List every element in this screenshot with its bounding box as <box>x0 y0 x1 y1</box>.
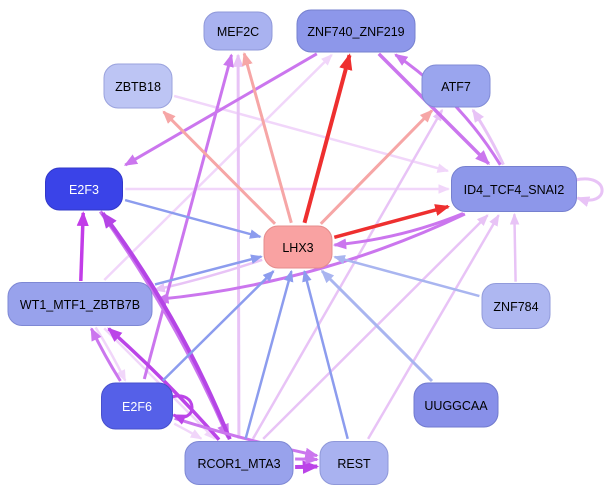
edge-UUGGCAA-to-LHX3 <box>320 269 434 383</box>
edge-ZBTB18-to-ID4_TCF4_SNAI2 <box>173 94 450 173</box>
node-UUGGCAA[interactable]: UUGGCAA <box>413 382 499 428</box>
edge-LHX3-to-ZNF740_ZNF219 <box>302 53 353 224</box>
node-E2F6[interactable]: E2F6 <box>101 382 173 430</box>
node-E2F3-box <box>45 167 123 211</box>
node-LHX3[interactable]: LHX3 <box>263 225 333 269</box>
edge-ID4_TCF4_SNAI2-to-LHX3 <box>332 212 464 250</box>
node-ZNF740_ZNF219[interactable]: ZNF740_ZNF219 <box>296 9 416 53</box>
node-ZNF784-box <box>481 283 551 329</box>
node-ZBTB18-box <box>103 63 173 109</box>
node-E2F3[interactable]: E2F3 <box>45 167 123 211</box>
node-ZBTB18[interactable]: ZBTB18 <box>103 63 173 109</box>
node-WT1_MTF1_ZBTB7B[interactable]: WT1_MTF1_ZBTB7B <box>7 282 153 326</box>
node-ZNF784[interactable]: ZNF784 <box>481 283 551 329</box>
edge-E2F3-to-LHX3 <box>124 198 262 239</box>
node-E2F6-box <box>101 382 173 430</box>
node-REST-box <box>319 441 389 485</box>
edge-E2F6-to-WT1_MTF1_ZBTB7B <box>90 327 122 382</box>
node-MEF2C[interactable]: MEF2C <box>203 11 273 51</box>
node-RCOR1_MTA3[interactable]: RCOR1_MTA3 <box>184 441 294 485</box>
edge-LHX3-to-ATF7 <box>319 109 434 225</box>
edge-ZNF740_ZNF219-to-ID4_TCF4_SNAI2 <box>377 52 490 165</box>
node-ID4_TCF4_SNAI2[interactable]: ID4_TCF4_SNAI2 <box>451 166 577 212</box>
edge-ZNF740_ZNF219-to-E2F3 <box>123 52 318 167</box>
edge-LHX3-to-ZBTB18 <box>162 110 277 225</box>
self-loop-E2F6 <box>171 394 194 425</box>
edge-ZNF784-to-LHX3 <box>333 254 480 298</box>
node-ATF7[interactable]: ATF7 <box>421 64 491 108</box>
edges-layer <box>76 51 604 474</box>
node-ID4_TCF4_SNAI2-box <box>451 166 577 212</box>
node-ZNF740_ZNF219-box <box>296 9 416 53</box>
edge-WT1_MTF1_ZBTB7B-to-LHX3 <box>154 254 263 286</box>
edge-E2F6-to-RCOR1_MTA3 <box>173 422 203 440</box>
edge-REST-to-ID4_TCF4_SNAI2 <box>367 214 500 440</box>
edge-RCOR1_MTA3-to-ID4_TCF4_SNAI2 <box>262 214 489 440</box>
node-REST[interactable]: REST <box>319 441 389 485</box>
edge-RCOR1_MTA3-to-MEF2C <box>232 53 244 439</box>
edge-RCOR1_MTA3-to-REST <box>295 460 320 474</box>
edge-E2F6-to-LHX3 <box>161 270 275 382</box>
edge-RCOR1_MTA3-to-ATF7 <box>251 108 444 440</box>
node-ATF7-box <box>421 64 491 108</box>
edge-ID4_TCF4_SNAI2-to-ATF7 <box>471 108 505 166</box>
edge-ID4_TCF4_SNAI2-to-WT1_MTF1_ZBTB7B <box>155 212 466 304</box>
edge-REST-to-LHX3 <box>302 269 349 440</box>
edge-RCOR1_MTA3-to-LHX3 <box>244 269 294 440</box>
node-UUGGCAA-box <box>413 382 499 428</box>
self-loop-ID4_TCF4_SNAI2 <box>575 177 604 207</box>
node-MEF2C-box <box>203 11 273 51</box>
edge-RCOR1_MTA3-to-WT1_MTF1_ZBTB7B <box>107 327 221 441</box>
node-WT1_MTF1_ZBTB7B-box <box>7 282 153 326</box>
node-LHX3-box <box>263 225 333 269</box>
node-RCOR1_MTA3-box <box>184 441 294 485</box>
edge-RCOR1_MTA3-to-REST <box>295 453 319 465</box>
edge-LHX3-to-MEF2C <box>242 51 293 224</box>
edge-LHX3-to-ID4_TCF4_SNAI2 <box>333 204 451 239</box>
edge-RCOR1_MTA3-to-E2F3 <box>101 211 232 441</box>
edge-ZNF784-to-ID4_TCF4_SNAI2 <box>509 212 520 282</box>
edge-WT1_MTF1_ZBTB7B-to-E2F3 <box>76 211 89 282</box>
